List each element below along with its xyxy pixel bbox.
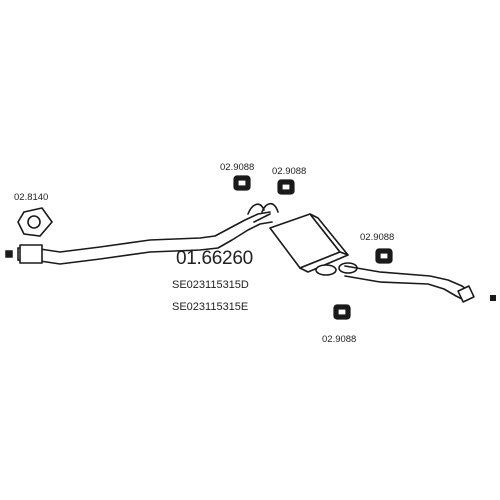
oem-number-1: SE023115315D xyxy=(172,279,249,291)
hanger-part-number-3: 02.9088 xyxy=(360,232,394,243)
main-part-number: 01.66260 xyxy=(176,248,253,269)
rear-silencer xyxy=(269,213,358,276)
oem-number-2: SE023115315E xyxy=(172,301,248,313)
rear-pipe-end-marker xyxy=(490,295,496,301)
front-pipe-end-marker xyxy=(5,250,13,258)
clamp-part-number: 02.8140 xyxy=(14,192,48,203)
front-pipe xyxy=(17,211,273,265)
hanger-part-number-4: 02.9088 xyxy=(322,334,356,345)
hanger-icon xyxy=(333,304,351,320)
hanger-part-number-1: 02.9088 xyxy=(220,162,254,173)
hanger-icon xyxy=(233,175,251,191)
tail-pipe xyxy=(344,265,475,303)
pipe-joint xyxy=(247,202,279,223)
hanger-part-number-2: 02.9088 xyxy=(272,166,306,177)
hanger-icon xyxy=(375,248,393,264)
clamp-icon xyxy=(17,207,54,237)
hanger-icon xyxy=(277,179,295,195)
